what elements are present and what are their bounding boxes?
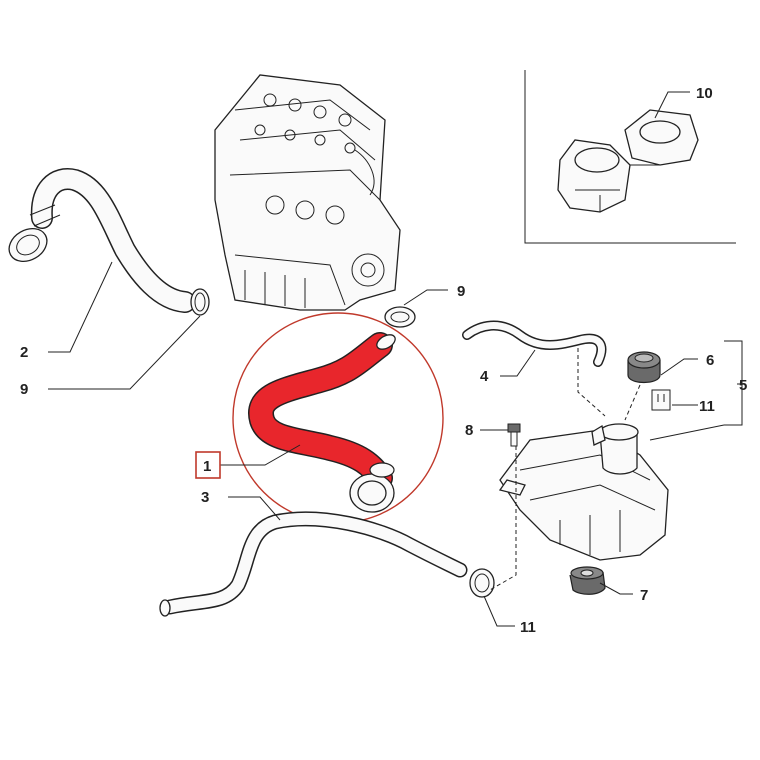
hose-small [462, 320, 607, 367]
callout-10: 10 [696, 85, 713, 102]
hose-clamp-top [384, 306, 416, 328]
hose-upper-left [8, 168, 196, 313]
callout-8: 8 [465, 422, 473, 439]
radiator-hose-highlighted [248, 332, 396, 513]
tank-cap [627, 351, 661, 384]
callout-1-box [195, 451, 221, 479]
expansion-tank [498, 423, 669, 561]
callout-2: 2 [20, 344, 28, 361]
inset-frame [524, 70, 736, 244]
callout-11-right: 11 [699, 398, 715, 415]
thermostat-housing [557, 109, 699, 213]
callout-6: 6 [706, 352, 714, 369]
engine-block [214, 74, 401, 311]
rubber-mount [569, 566, 606, 595]
callout-7: 7 [640, 587, 648, 604]
hose-clamp-bottom [469, 568, 495, 598]
callout-1: 1 [203, 458, 211, 475]
hose-clamp-left [190, 288, 210, 316]
callout-11-bottom: 11 [520, 619, 536, 636]
callout-4: 4 [480, 368, 489, 385]
callout-3: 3 [201, 489, 209, 506]
bolt [507, 423, 521, 447]
callout-9-left: 9 [20, 381, 28, 398]
warning-label [651, 389, 671, 411]
hose-lower [159, 511, 468, 617]
leader-lines [48, 91, 743, 627]
callout-5: 5 [739, 377, 747, 394]
callout-9-top: 9 [457, 283, 465, 300]
